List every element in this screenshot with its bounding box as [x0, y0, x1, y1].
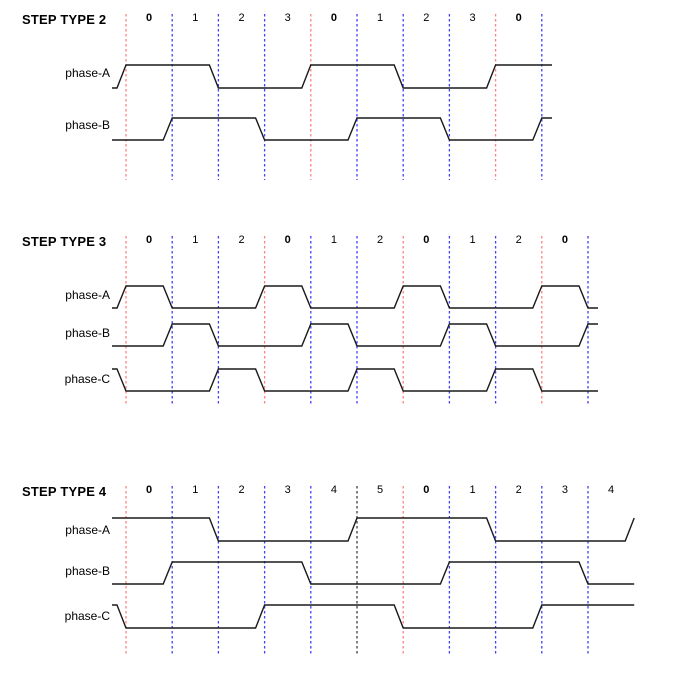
step-number: 5 — [377, 484, 384, 496]
phase-label-phase-a: phase-A — [65, 523, 110, 537]
step-number: 3 — [284, 484, 291, 496]
step-number: 1 — [330, 234, 337, 246]
step-number: 0 — [146, 484, 153, 496]
step-number: 0 — [284, 234, 291, 246]
step-number: 0 — [423, 484, 430, 496]
step-number: 1 — [192, 12, 199, 24]
step-number: 3 — [469, 12, 476, 24]
step-number: 2 — [515, 484, 522, 496]
waveform-phase-c — [112, 604, 635, 629]
diagram-title: STEP TYPE 4 — [22, 484, 107, 499]
step-number: 4 — [330, 484, 337, 496]
waveform-phase-b — [112, 561, 635, 585]
step-number: 1 — [469, 234, 476, 246]
phase-label-phase-a: phase-A — [65, 288, 110, 302]
step-number: 0 — [330, 12, 337, 24]
step-number: 1 — [469, 484, 476, 496]
grid-lines — [125, 14, 543, 180]
diagram-title: STEP TYPE 3 — [22, 234, 107, 249]
step-number: 2 — [377, 234, 384, 246]
step-number: 2 — [423, 12, 430, 24]
step-number: 0 — [146, 234, 153, 246]
step-number: 3 — [284, 12, 291, 24]
waveform-phase-a — [112, 285, 598, 309]
phase-label-phase-c: phase-C — [64, 372, 110, 386]
step-number: 4 — [608, 484, 615, 496]
step-number: 1 — [192, 234, 199, 246]
step-number: 2 — [238, 12, 245, 24]
step-number: 0 — [146, 12, 153, 24]
step-number: 2 — [515, 234, 522, 246]
step-number: 1 — [192, 484, 199, 496]
waveform-phase-c — [112, 368, 598, 392]
step-number: 2 — [238, 234, 245, 246]
grid-lines — [125, 236, 589, 406]
waveform-phase-b — [112, 117, 552, 141]
step-number: 2 — [238, 484, 245, 496]
phase-label-phase-b: phase-B — [65, 118, 110, 132]
step-number: 0 — [423, 234, 430, 246]
phase-label-phase-b: phase-B — [65, 564, 110, 578]
diagram-title: STEP TYPE 2 — [22, 12, 107, 27]
step-number: 0 — [561, 234, 568, 246]
waveform-phase-b — [112, 323, 598, 347]
phase-label-phase-b: phase-B — [65, 326, 110, 340]
grid-lines — [125, 486, 589, 656]
step-number: 1 — [377, 12, 384, 24]
phase-label-phase-c: phase-C — [64, 609, 110, 623]
phase-label-phase-a: phase-A — [65, 66, 110, 80]
step-number: 0 — [515, 12, 522, 24]
waveform-phase-a — [112, 64, 552, 89]
waveform-phase-a — [112, 517, 635, 542]
step-number: 3 — [561, 484, 568, 496]
